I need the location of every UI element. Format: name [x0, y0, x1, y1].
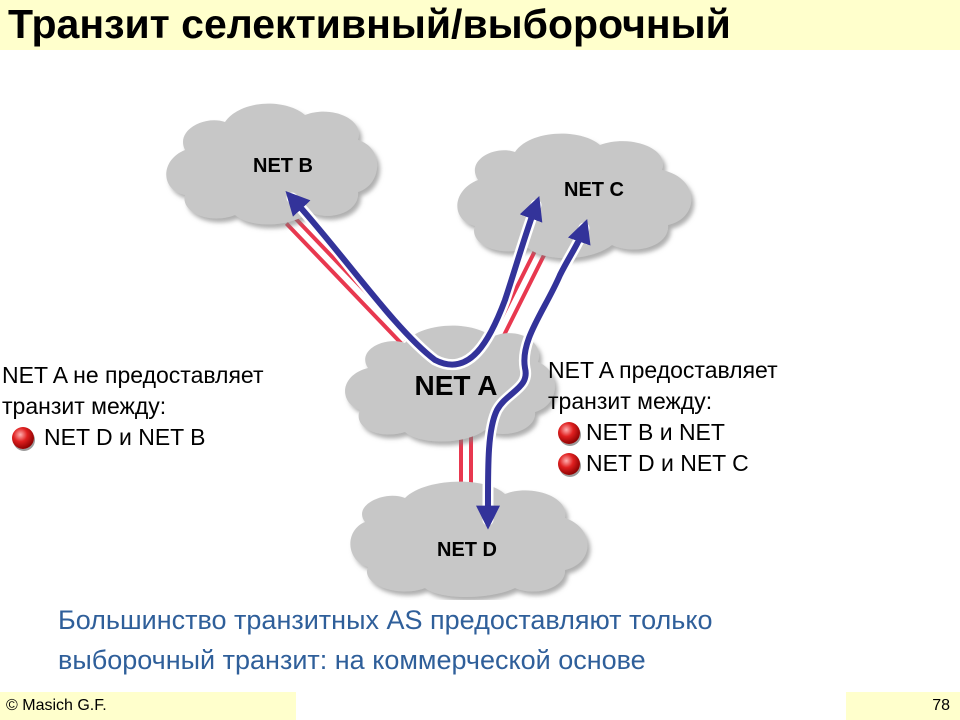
transit-path-d-c-arrow — [475, 218, 591, 530]
right-note: NET A предоставляет транзит между: NET B… — [548, 355, 778, 479]
page-number: 78 — [932, 697, 950, 714]
copyright-text: © Masich G.F. — [6, 697, 107, 714]
right-note-bullet-row: NET B и NET — [548, 417, 778, 448]
red-bullet-icon — [12, 426, 34, 449]
network-diagram: NET B NET C NET A NET D — [166, 103, 692, 597]
slide-title: Транзит селективный/выборочный — [8, 1, 731, 47]
red-bullet-icon — [558, 421, 580, 444]
right-note-line1: NET A предоставляет — [548, 357, 778, 383]
summary-text: Большинство транзитных AS предоставляют … — [58, 600, 713, 680]
summary-line2: выборочный транзит: на коммерческой осно… — [58, 645, 646, 675]
left-note-line2: транзит между: — [2, 393, 167, 419]
left-note-bullet-text: NET D и NET B — [44, 424, 206, 450]
title-bar: Транзит селективный/выборочный — [0, 0, 960, 50]
footer-page-band: 78 — [846, 692, 960, 720]
summary-line1: Большинство транзитных AS предоставляют … — [58, 605, 713, 635]
node-label-net-d: NET D — [437, 539, 497, 561]
red-bullet-icon — [558, 452, 580, 475]
right-note-bullet-text: NET D и NET C — [586, 450, 749, 476]
left-note: NET A не предоставляет транзит между: NE… — [2, 360, 264, 453]
node-label-net-c: NET C — [564, 179, 624, 201]
node-label-net-a: NET A — [415, 370, 498, 401]
node-label-net-b: NET B — [253, 155, 313, 177]
left-note-line1: NET A не предоставляет — [2, 362, 264, 388]
right-note-bullet-text: NET B и NET — [586, 419, 725, 445]
right-note-bullet-row: NET D и NET C — [548, 448, 778, 479]
left-note-bullet-row: NET D и NET B — [2, 422, 264, 453]
right-note-line2: транзит между: — [548, 388, 713, 414]
link-a-b — [284, 215, 411, 345]
footer-copyright-band: © Masich G.F. — [0, 692, 296, 720]
